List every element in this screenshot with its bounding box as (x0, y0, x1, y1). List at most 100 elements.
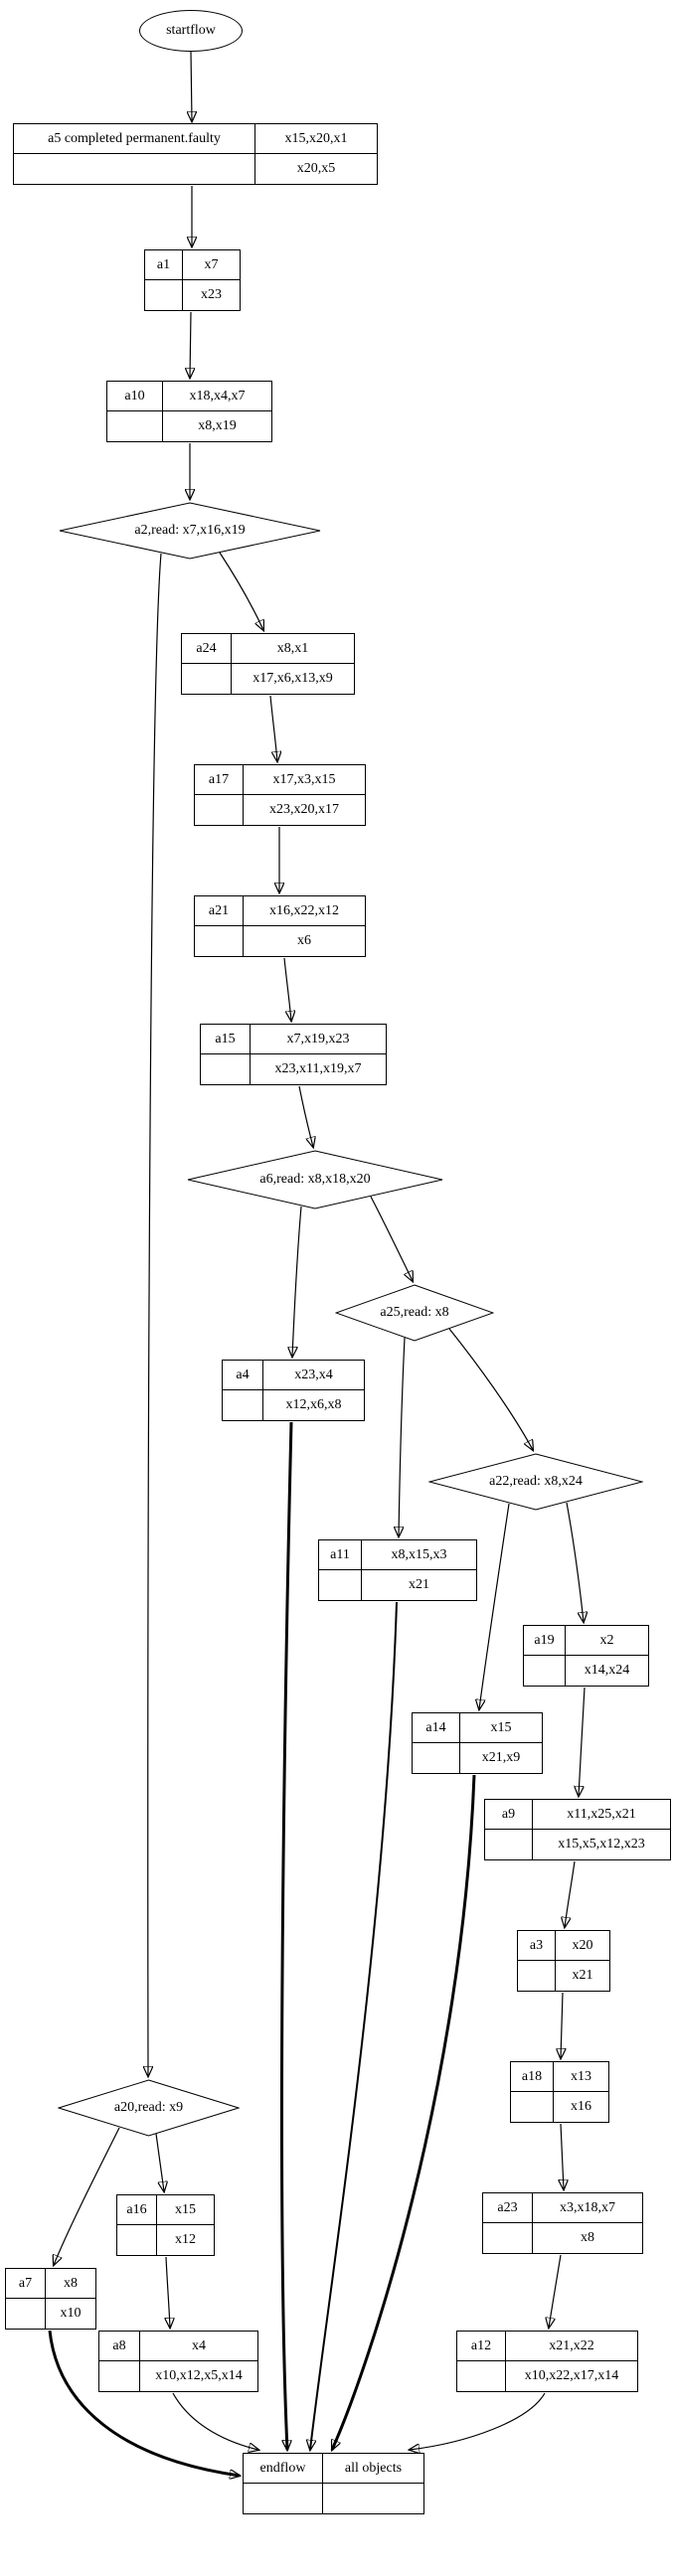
node-a21-top-cell: x16,x22,x12 (244, 896, 365, 926)
node-a23: a23 x3,x18,x7 x8 (482, 2192, 643, 2254)
node-a5-bottom-cell: x20,x5 (296, 161, 336, 176)
node-a10-empty-cell (107, 411, 163, 441)
decision-a2-label: a2,read: x7,x16,x19 (134, 523, 246, 538)
start-node-label: startflow (166, 23, 216, 38)
start-node: startflow (139, 10, 243, 52)
node-a18-name: a18 (511, 2062, 554, 2092)
node-a4-top-cell: x23,x4 (263, 1361, 364, 1390)
decision-a2: a2,read: x7,x16,x19 (59, 502, 321, 560)
node-a17-empty-cell (195, 795, 244, 825)
diamond-shape (59, 502, 321, 560)
node-a5-top-cell: x15,x20,x1 (255, 124, 377, 154)
node-a7-top-cell: x8 (46, 2269, 95, 2299)
edge-a25-a22 (448, 1328, 533, 1450)
edge-a2-a24 (219, 552, 263, 630)
node-a24-top-cell: x8,x1 (232, 634, 354, 664)
node-a3-empty-cell (518, 1961, 556, 1991)
diamond-shape (58, 2079, 240, 2137)
edge-a18-a23 (561, 2123, 564, 2189)
node-a15-bottom-cell: x23,x11,x19,x7 (274, 1061, 362, 1076)
edge-a21-a15 (283, 957, 291, 1021)
node-a21: a21 x16,x22,x12 x6 (194, 895, 366, 957)
node-a17-name: a17 (195, 765, 244, 795)
node-a3-bottom-cell: x21 (572, 1968, 593, 1983)
node-a12-name: a12 (457, 2332, 506, 2361)
node-a7-empty-cell (6, 2299, 46, 2329)
node-a5: a5 completed permanent.faulty x15,x20,x1… (13, 123, 378, 185)
edge-a6-a4 (292, 1206, 302, 1357)
edge-a4-endflow (279, 1421, 293, 2450)
node-a1-top-cell: x7 (183, 250, 240, 280)
decision-a20: a20,read: x9 (58, 2079, 240, 2137)
node-a10-bottom-cell: x8,x19 (198, 418, 237, 433)
node-a4: a4 x23,x4 x12,x6,x8 (222, 1360, 365, 1421)
node-a3-name: a3 (518, 1931, 556, 1961)
node-a19-bottom-cell: x14,x24 (584, 1663, 630, 1678)
end-node: endflow all objects (243, 2453, 424, 2514)
node-a7: a7 x8 x10 (5, 2268, 96, 2330)
edge-a12-endflow (410, 2392, 546, 2450)
diamond-shape (187, 1150, 443, 1209)
node-a4-bottom-cell: x12,x6,x8 (285, 1397, 342, 1412)
edge-a8-endflow (172, 2392, 258, 2450)
end-node-name: endflow (244, 2454, 323, 2484)
diamond-shape (428, 1453, 643, 1511)
edge-a14-endflow (330, 1774, 476, 2450)
node-a8-name: a8 (99, 2332, 140, 2361)
edge-a6-a25 (370, 1196, 413, 1281)
edge-a1-a10 (190, 311, 191, 378)
edge-a25-a11 (399, 1337, 406, 1536)
node-a21-name: a21 (195, 896, 244, 926)
node-a12: a12 x21,x22 x10,x22,x17,x14 (456, 2331, 638, 2392)
node-a5-empty-cell (14, 154, 255, 184)
edge-a20-a7 (54, 2127, 120, 2265)
node-a18-empty-cell (511, 2092, 554, 2122)
decision-a20-label: a20,read: x9 (113, 2100, 184, 2115)
node-a8-bottom-cell: x10,x12,x5,x14 (155, 2368, 243, 2383)
node-a14-empty-cell (413, 1743, 460, 1773)
node-a21-bottom-cell: x6 (297, 933, 311, 948)
node-a9: a9 x11,x25,x21 x15,x5,x12,x23 (484, 1799, 671, 1860)
node-a17-top-cell: x17,x3,x15 (244, 765, 365, 795)
node-a16: a16 x15 x12 (116, 2194, 215, 2256)
node-a21-empty-cell (195, 926, 244, 956)
decision-a22-label: a22,read: x8,x24 (489, 1474, 583, 1489)
node-a23-empty-cell (483, 2223, 533, 2253)
edge-a23-a12 (549, 2254, 562, 2328)
node-a10: a10 x18,x4,x7 x8,x19 (106, 381, 272, 442)
node-a4-name: a4 (223, 1361, 263, 1390)
node-a9-name: a9 (485, 1800, 533, 1830)
diamond-shape (335, 1284, 494, 1342)
node-a9-top-cell: x11,x25,x21 (533, 1800, 670, 1830)
node-a3: a3 x20 x21 (517, 1930, 610, 1992)
node-a12-bottom-cell: x10,x22,x17,x14 (524, 2368, 619, 2383)
node-a8: a8 x4 x10,x12,x5,x14 (98, 2331, 258, 2392)
node-a1: a1 x7 x23 (144, 249, 241, 311)
node-a18-top-cell: x13 (554, 2062, 608, 2092)
node-a11-name: a11 (319, 1540, 362, 1570)
node-a11-top-cell: x8,x15,x3 (362, 1540, 476, 1570)
node-a8-empty-cell (99, 2361, 140, 2391)
node-a24-bottom-cell: x17,x6,x13,x9 (252, 671, 333, 686)
node-a9-bottom-cell: x15,x5,x12,x23 (558, 1837, 645, 1852)
edge-a20-a16 (155, 2133, 164, 2191)
node-a15-name: a15 (201, 1025, 251, 1054)
end-node-bottom-cell (323, 2484, 423, 2513)
node-a19-empty-cell (524, 1656, 566, 1686)
node-a14: a14 x15 x21,x9 (412, 1712, 543, 1774)
edge-a2-a20 (148, 553, 162, 2076)
node-a23-name: a23 (483, 2193, 533, 2223)
node-a23-bottom-cell: x8 (581, 2230, 594, 2245)
node-a24: a24 x8,x1 x17,x6,x13,x9 (181, 633, 355, 695)
edge-a22-a14 (479, 1503, 510, 1709)
node-a3-top-cell: x20 (556, 1931, 609, 1961)
edge-a15-a6 (298, 1085, 313, 1147)
node-a17-bottom-cell: x23,x20,x17 (269, 802, 339, 817)
edge-a3-a18 (561, 1992, 563, 2058)
node-a1-name: a1 (145, 250, 183, 280)
node-a11-bottom-cell: x21 (409, 1577, 429, 1592)
edge-startflow-a5 (191, 51, 192, 121)
node-a4-empty-cell (223, 1390, 263, 1420)
